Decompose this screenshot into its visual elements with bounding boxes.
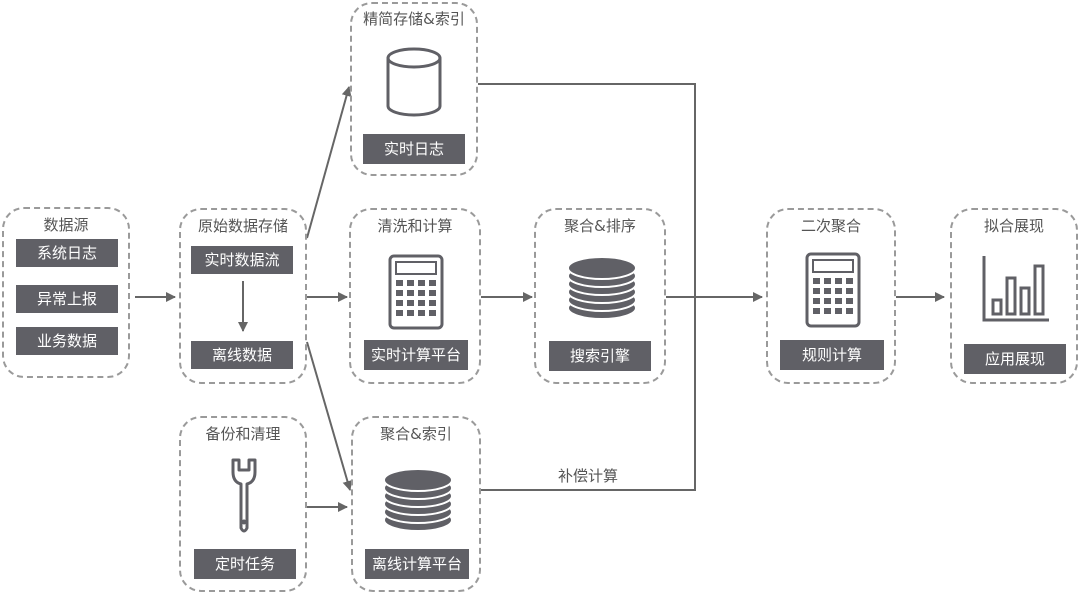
group-title: 二次聚合 [800, 217, 861, 235]
group-title: 原始数据存储 [197, 217, 288, 235]
chip-realtime-stream: 实时数据流 [191, 246, 293, 274]
database-stack-icon [567, 256, 637, 320]
arrow-raw-to-simple-storage [306, 86, 352, 239]
cylinder-icon [386, 47, 442, 117]
group-title: 数据源 [43, 216, 89, 234]
group-title: 清洗和计算 [377, 217, 453, 235]
group-simple-storage: 精简存储&索引 实时日志 [350, 2, 478, 176]
group-title: 聚合&索引 [380, 425, 452, 443]
calculator-icon [388, 254, 444, 330]
group-title: 精简存储&索引 [363, 10, 465, 28]
chip-search-engine: 搜索引擎 [549, 341, 651, 371]
chip-offline-compute-platform: 离线计算平台 [365, 549, 469, 579]
calculator-icon [805, 252, 861, 328]
group-aggregate-sort: 聚合&排序 搜索引擎 [534, 208, 666, 384]
wrench-icon [231, 458, 257, 533]
label-compensation-compute: 补偿计算 [558, 467, 619, 485]
chip-business-data: 业务数据 [16, 327, 118, 355]
chip-scheduled-task: 定时任务 [194, 549, 296, 579]
chip-rule-compute: 规则计算 [780, 340, 884, 370]
group-backup-clean: 备份和清理 定时任务 [179, 416, 307, 592]
chip-exception-report: 异常上报 [16, 285, 118, 313]
database-stack-icon [383, 468, 453, 532]
chip-offline-data: 离线数据 [191, 341, 293, 369]
group-raw-storage: 原始数据存储 实时数据流 离线数据 [179, 208, 307, 384]
group-second-aggregate: 二次聚合 规则计算 [766, 208, 896, 384]
bar-chart-icon [982, 256, 1049, 322]
chip-realtime-log: 实时日志 [363, 134, 465, 164]
group-clean-compute: 清洗和计算 实时计算平台 [349, 208, 481, 384]
chip-realtime-compute-platform: 实时计算平台 [364, 340, 468, 370]
group-aggregate-index: 聚合&索引 离线计算平台 [351, 416, 481, 592]
line-simple-storage-to-merge [478, 83, 696, 297]
group-title: 聚合&排序 [564, 217, 636, 235]
line-aggregate-index-to-merge [481, 297, 696, 491]
group-title: 备份和清理 [205, 425, 281, 443]
chip-app-display: 应用展现 [964, 344, 1066, 374]
arrow-raw-to-aggregate-index [306, 341, 353, 491]
group-fit-display: 拟合展现 应用展现 [950, 208, 1078, 384]
group-title: 拟合展现 [983, 217, 1044, 235]
group-datasource: 数据源 系统日志 异常上报 业务数据 [2, 207, 130, 378]
chip-system-log: 系统日志 [16, 239, 118, 267]
